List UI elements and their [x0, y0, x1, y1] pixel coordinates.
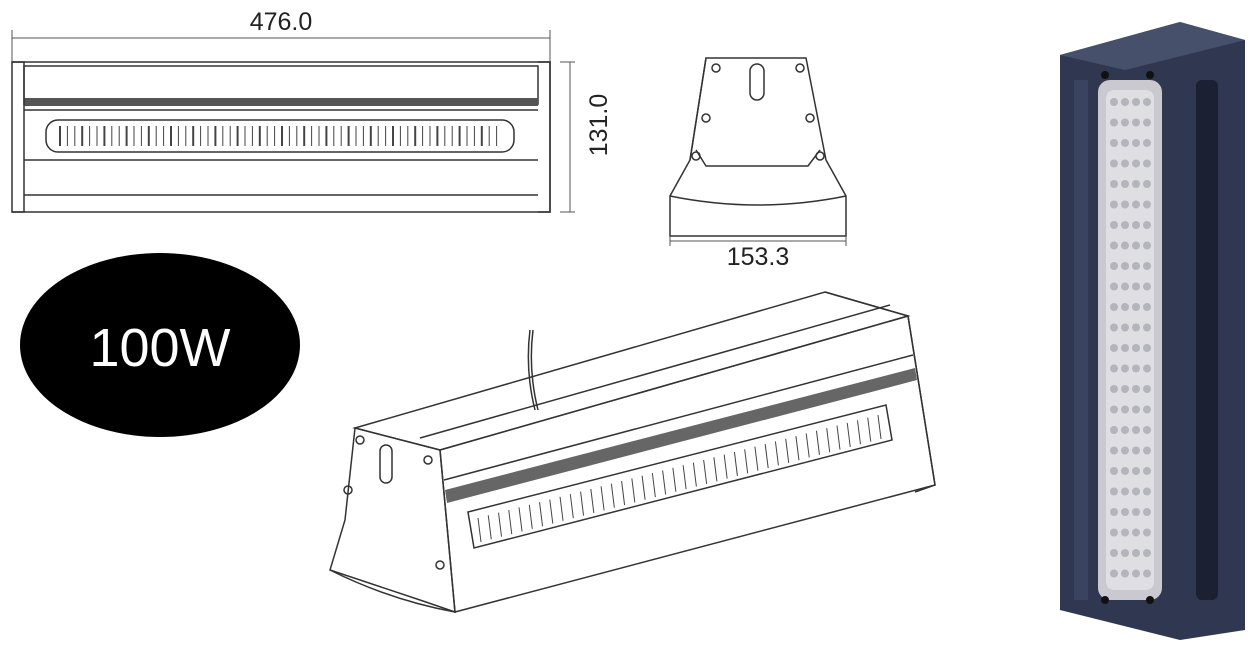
- isometric-view-drawing: [329, 291, 936, 614]
- front-view-drawing: 476.0 131.0: [11, 8, 613, 213]
- dimension-width: 153.3: [727, 243, 790, 271]
- led-lens-array: [1110, 98, 1151, 578]
- power-badge: 100W: [20, 253, 300, 437]
- power-label: 100W: [89, 318, 230, 378]
- dimension-height: 131.0: [585, 94, 613, 157]
- dimension-length: 476.0: [250, 8, 313, 36]
- led-modules-iso: [477, 414, 882, 543]
- end-view-drawing: 153.3: [669, 57, 847, 271]
- product-photo: [1060, 22, 1245, 640]
- led-modules-front: [59, 126, 498, 146]
